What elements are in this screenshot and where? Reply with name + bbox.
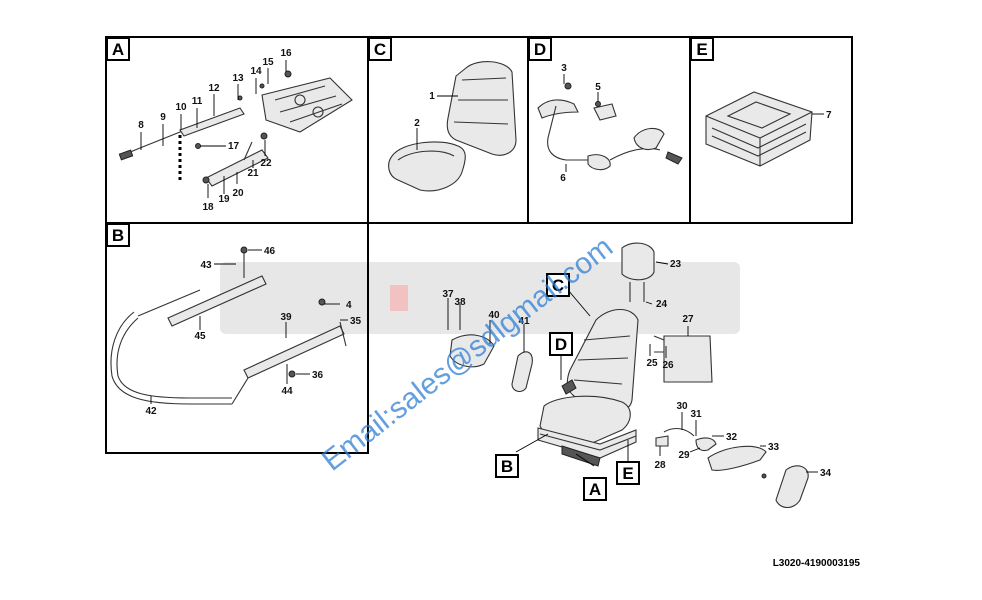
- callout-19: 19: [218, 194, 230, 205]
- callout-13: 13: [232, 73, 244, 84]
- svg-text:E: E: [696, 40, 707, 59]
- callout-27: 27: [682, 314, 694, 325]
- callout-4: 4: [346, 300, 352, 311]
- panel-a-leaders: [140, 60, 287, 198]
- section-label-e-panel: E: [690, 37, 714, 61]
- callout-37: 37: [442, 289, 454, 300]
- callout-22: 22: [260, 158, 272, 169]
- callout-7: 7: [826, 110, 832, 121]
- section-label-a: A: [106, 37, 130, 61]
- svg-text:D: D: [534, 40, 546, 59]
- callout-44: 44: [281, 386, 293, 397]
- callout-34: 34: [820, 468, 832, 479]
- svg-text:B: B: [501, 457, 513, 476]
- callout-30: 30: [676, 401, 688, 412]
- callout-36: 36: [312, 370, 324, 381]
- section-label-d-panel: D: [528, 37, 552, 61]
- callout-24: 24: [656, 299, 668, 310]
- callout-38: 38: [454, 297, 466, 308]
- callout-26: 26: [662, 360, 674, 371]
- panel-b-drawing: [110, 246, 347, 405]
- svg-text:A: A: [589, 480, 601, 499]
- panel-d-leaders: [563, 74, 599, 172]
- callout-23: 23: [670, 259, 682, 270]
- callout-46: 46: [264, 246, 276, 257]
- svg-text:C: C: [552, 276, 564, 295]
- callout-16: 16: [280, 48, 292, 59]
- panel-a-drawing: [118, 70, 353, 187]
- panel-d-drawing: [537, 82, 683, 171]
- svg-text:D: D: [555, 335, 567, 354]
- svg-text:B: B: [112, 226, 124, 245]
- callout-20: 20: [232, 188, 244, 199]
- callout-14: 14: [250, 66, 262, 77]
- panel-c-leaders: [416, 95, 458, 150]
- callout-39: 39: [280, 312, 292, 323]
- callout-29: 29: [678, 450, 690, 461]
- callout-15: 15: [262, 57, 274, 68]
- drawing-number: L3020-4190003195: [773, 558, 861, 569]
- callout-21: 21: [247, 168, 259, 179]
- section-callout-a: A: [583, 477, 607, 501]
- seat-assembly-drawing: [449, 242, 809, 509]
- section-callout-c: C: [546, 273, 570, 297]
- callout-17: 17: [228, 141, 240, 152]
- svg-text:A: A: [112, 40, 124, 59]
- callout-12: 12: [208, 83, 220, 94]
- callout-45: 45: [194, 331, 206, 342]
- callout-41: 41: [518, 316, 530, 327]
- main-assembly-leaders: [447, 261, 818, 473]
- callout-11: 11: [192, 96, 203, 107]
- panel-e-drawing: [705, 91, 813, 167]
- callout-40: 40: [488, 310, 500, 321]
- callout-42: 42: [145, 406, 157, 417]
- callout-6: 6: [560, 173, 566, 184]
- panel-b-leaders: [150, 249, 348, 404]
- section-callout-e: E: [616, 461, 640, 485]
- section-label-c-panel: C: [368, 37, 392, 61]
- svg-text:E: E: [622, 464, 633, 483]
- callout-28: 28: [654, 460, 666, 471]
- panel-c-drawing: [388, 61, 517, 192]
- callout-10: 10: [175, 102, 187, 113]
- callout-35: 35: [350, 316, 362, 327]
- section-callout-d: D: [549, 332, 573, 356]
- callout-5: 5: [595, 82, 601, 93]
- callout-43: 43: [200, 260, 212, 271]
- section-label-b-panel: B: [106, 223, 130, 247]
- section-callout-b: B: [495, 454, 519, 478]
- part-callouts: 8 9 10 11 12 13 14 15 16 17 18 19 20 21 …: [138, 48, 832, 479]
- callout-8: 8: [138, 120, 144, 131]
- callout-9: 9: [160, 112, 166, 123]
- callout-25: 25: [646, 358, 658, 369]
- callout-1: 1: [429, 91, 435, 102]
- panel-frames: [105, 36, 853, 454]
- svg-text:C: C: [374, 40, 386, 59]
- callout-32: 32: [726, 432, 738, 443]
- callout-33: 33: [768, 442, 780, 453]
- callout-3: 3: [561, 63, 567, 74]
- callout-18: 18: [202, 202, 214, 213]
- callout-31: 31: [690, 409, 702, 420]
- callout-2: 2: [414, 118, 420, 129]
